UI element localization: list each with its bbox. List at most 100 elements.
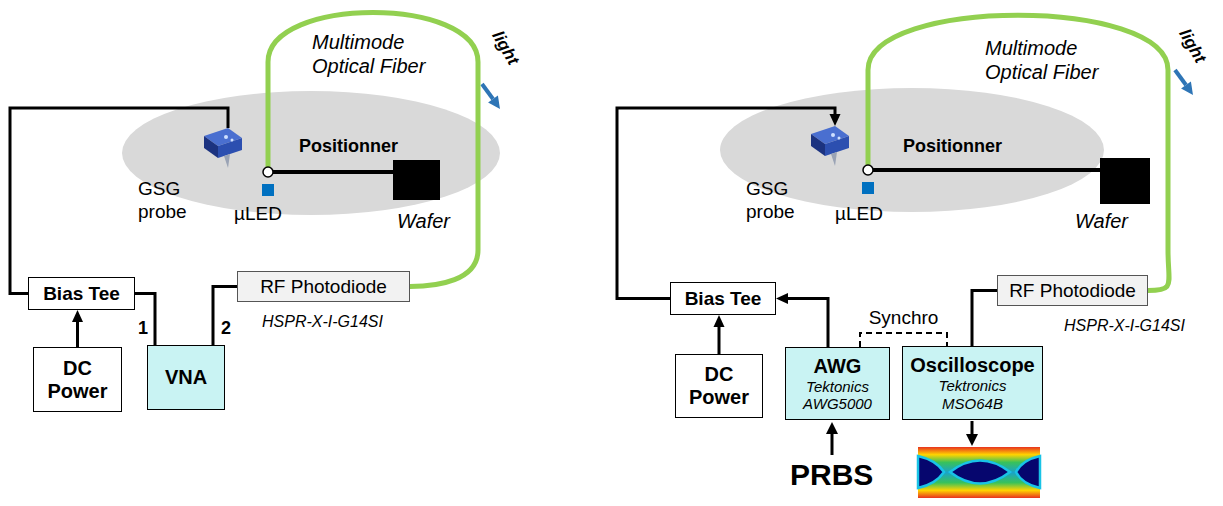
connector-line — [972, 291, 997, 347]
signal-arrow — [826, 422, 838, 434]
instrument-box: VNA — [147, 345, 225, 410]
edge-label: Synchro — [869, 307, 939, 330]
gsg-probe — [831, 152, 837, 166]
node-text: RF Photodiode — [1004, 280, 1141, 302]
connector — [617, 108, 841, 299]
bias-tee-box: Bias Tee — [670, 282, 776, 315]
connector — [72, 310, 83, 347]
power-supply-box: DC Power — [675, 354, 763, 418]
instrument-box: OscilloscopeTektronics MSO64B — [902, 346, 1043, 420]
node-text: VNA — [154, 366, 218, 389]
signal-arrow — [831, 432, 834, 455]
gsg-probe — [224, 154, 230, 168]
connector-line — [10, 108, 228, 294]
eye-diagram — [918, 447, 1040, 498]
positioner — [1100, 158, 1150, 204]
gsg-probe — [204, 128, 242, 168]
gsg-probe — [825, 136, 849, 156]
fiber-end — [268, 126, 868, 167]
instrument-box: AWGTektonics AWG5000 — [785, 347, 890, 420]
gsg-probe — [231, 139, 234, 142]
connector-line — [135, 294, 155, 346]
eye-diagram — [918, 456, 944, 488]
model-label: HSPR-X-I-G14SI — [1064, 316, 1185, 335]
signal-label: PRBS — [790, 457, 873, 493]
connector-line — [617, 108, 835, 299]
node-text: RF Photodiode — [244, 276, 403, 298]
positioner — [393, 160, 440, 200]
connector — [776, 293, 828, 347]
gsg-probe — [838, 137, 841, 140]
eye-diagram — [950, 461, 1010, 484]
light-arrow — [488, 96, 500, 110]
node-text: Wafer — [1075, 210, 1128, 233]
node-text: Oscilloscope — [909, 354, 1036, 377]
node-text: Tektonics AWG5000 — [793, 378, 883, 413]
light-label: light — [1174, 25, 1210, 66]
node-text: DC Power — [40, 357, 115, 403]
positioner — [273, 158, 1150, 204]
bias-tee-box: Bias Tee — [28, 277, 135, 310]
gsg-probe — [224, 135, 228, 139]
power-supply-box: DC Power — [33, 347, 122, 412]
light-label: light — [487, 27, 523, 68]
part-label: GSG probe — [746, 178, 806, 224]
fiber-end — [866, 126, 871, 165]
node-text: DC Power — [682, 363, 756, 409]
part-label: Positionner — [299, 136, 398, 158]
led-chip — [262, 184, 274, 196]
led-chip — [263, 167, 273, 177]
connector — [714, 315, 725, 354]
positioner — [873, 168, 1100, 172]
node-text: Bias Tee — [677, 288, 769, 310]
arrowhead — [72, 310, 83, 322]
gsg-probe — [811, 126, 849, 166]
connector-line — [718, 325, 721, 354]
photodiode-box: RF Photodiode — [237, 271, 410, 303]
gsg-probe — [218, 138, 242, 158]
light-arrow — [482, 84, 493, 99]
gsg-probe — [831, 133, 835, 137]
node-text: Wafer — [397, 210, 450, 233]
connector-line — [786, 299, 828, 348]
arrowhead — [714, 315, 725, 327]
signal-arrow — [971, 421, 974, 436]
led-chip — [862, 182, 874, 194]
node-text: AWG — [792, 355, 883, 378]
node-text: Bias Tee — [35, 283, 128, 305]
photodiode-box: RF Photodiode — [997, 275, 1148, 307]
light-arrow — [1181, 82, 1193, 96]
arrowhead — [830, 114, 841, 126]
connector — [213, 287, 237, 346]
gsg-probe — [811, 134, 825, 156]
light-arrow — [1175, 70, 1186, 85]
connector-line — [213, 287, 237, 346]
gsg-probe — [204, 136, 218, 158]
part-label: µLED — [234, 203, 282, 226]
connector-line — [76, 320, 79, 347]
positioner — [273, 170, 394, 174]
node-text: Tektronics MSO64B — [928, 377, 1018, 412]
connector — [972, 291, 997, 347]
fiber-end — [266, 128, 271, 167]
connector — [268, 13, 478, 287]
connector-line — [268, 13, 478, 287]
part-label: GSG probe — [138, 178, 198, 224]
eye-diagram — [1016, 456, 1040, 488]
fiber-label: Multimode Optical Fiber — [985, 36, 1125, 84]
connector-line — [868, 15, 1169, 290]
part-label: Positionner — [903, 136, 1002, 158]
arrowhead — [776, 293, 788, 304]
eye-diagram — [918, 447, 1040, 498]
connector — [135, 294, 155, 346]
port-number: 1 — [138, 318, 148, 340]
port-number: 2 — [221, 318, 231, 340]
signal-arrow — [966, 434, 978, 446]
model-label: HSPR-X-I-G14SI — [262, 312, 383, 331]
led-chip — [863, 165, 873, 175]
connector — [868, 15, 1169, 290]
part-label: µLED — [835, 203, 883, 226]
connector — [860, 333, 947, 347]
connector — [10, 108, 228, 294]
connector-line — [860, 333, 947, 347]
